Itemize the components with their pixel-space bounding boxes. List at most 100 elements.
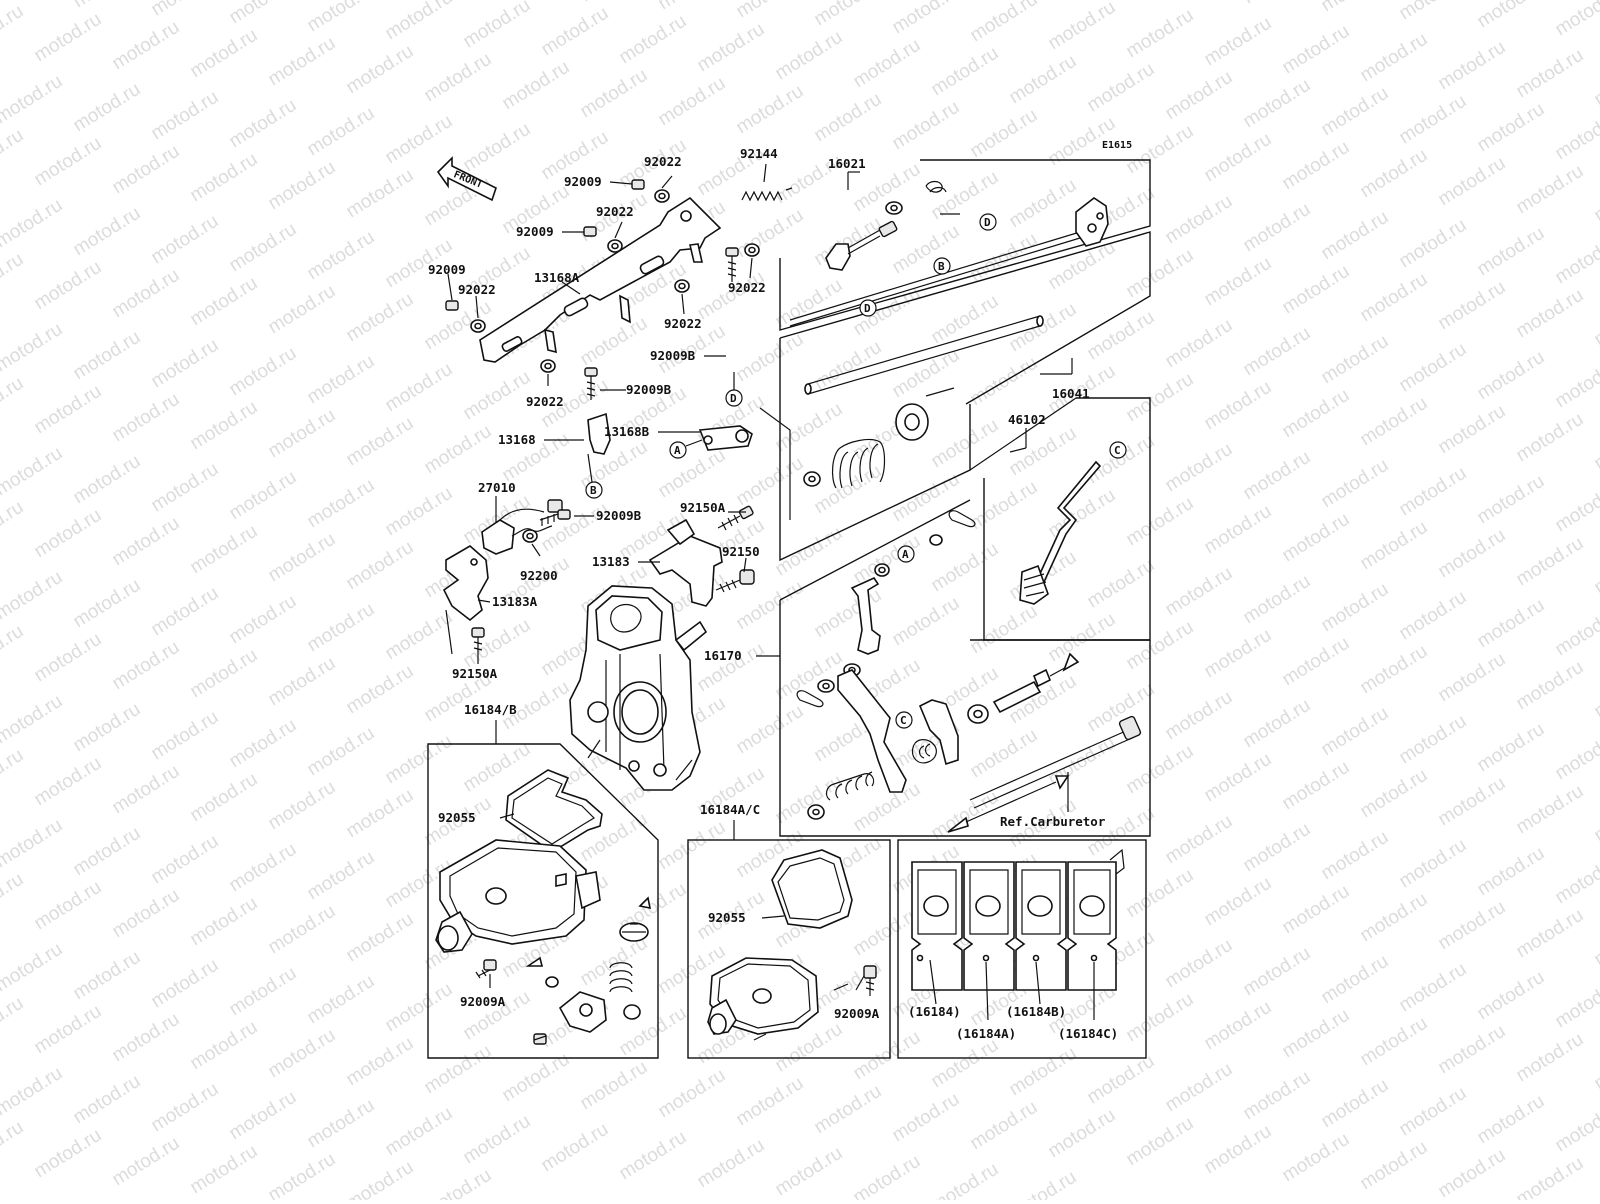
watermark-text: motod.ru [499, 57, 574, 115]
watermark-text: motod.ru [1552, 479, 1600, 537]
watermark-text: motod.ru [1591, 53, 1600, 111]
label-92009b: 92009B [596, 508, 642, 523]
label-13168b: 13168B [604, 424, 650, 439]
watermark-text: motod.ru [1513, 161, 1588, 219]
watermark-text: motod.ru [1201, 625, 1276, 683]
watermark-text: motod.ru [1513, 905, 1588, 963]
label-92055: 92055 [708, 910, 746, 925]
watermark-text: motod.ru [1201, 13, 1276, 71]
watermark-text: motod.ru [1513, 409, 1588, 467]
watermark-text: motod.ru [1240, 695, 1315, 753]
watermark-text: motod.ru [70, 699, 145, 757]
watermark-text: motod.ru [31, 877, 106, 935]
watermark-text: motod.ru [70, 575, 145, 633]
watermark-text: motod.ru [1279, 137, 1354, 195]
watermark-text: motod.ru [265, 157, 340, 215]
watermark-text: motod.ru [226, 219, 301, 277]
watermark-text: motod.ru [1201, 749, 1276, 807]
watermark-text: motod.ru [0, 815, 66, 873]
ref-d-2: D [860, 300, 876, 316]
label-92200: 92200 [520, 568, 558, 583]
label-16184ac: 16184A/C [700, 802, 760, 817]
watermark-text: motod.ru [0, 621, 27, 679]
watermark-text: motod.ru [577, 65, 652, 123]
watermark-text: motod.ru [0, 497, 27, 555]
watermark-text: motod.ru [772, 771, 847, 829]
watermark-text: motod.ru [1084, 307, 1159, 365]
watermark-text: motod.ru [1513, 781, 1588, 839]
watermark-text: motod.ru [343, 1033, 418, 1091]
watermark-text: motod.ru [1474, 843, 1549, 901]
watermark-text: motod.ru [1045, 0, 1120, 54]
watermark-text: motod.ru [1318, 207, 1393, 265]
watermark-text: motod.ru [1123, 5, 1198, 63]
label-13168: 13168 [498, 432, 536, 447]
watermark-text: motod.ru [1435, 37, 1510, 95]
watermark-text: motod.ru [889, 469, 964, 527]
watermark-text: motod.ru [811, 1081, 886, 1139]
watermark-text: motod.ru [1162, 67, 1237, 125]
watermark-text: motod.ru [1357, 145, 1432, 203]
watermark-text: motod.ru [655, 0, 730, 14]
watermark-text: motod.ru [1474, 719, 1549, 777]
watermark-text: motod.ru [304, 227, 379, 285]
label-13183: 13183 [592, 554, 630, 569]
label-13183a: 13183A [492, 594, 538, 609]
watermark-text: motod.ru [1279, 633, 1354, 691]
watermark-text: motod.ru [655, 73, 730, 131]
watermark-text: motod.ru [1201, 873, 1276, 931]
watermark-text: motod.ru [1435, 1021, 1510, 1079]
watermark-text: motod.ru [31, 381, 106, 439]
svg-text:B: B [938, 260, 945, 273]
svg-text:D: D [984, 216, 991, 229]
watermark-text: motod.ru [889, 0, 964, 38]
watermark-text: motod.ru [967, 1097, 1042, 1155]
watermark-text: motod.ru [1552, 355, 1600, 413]
watermark-text: motod.ru [850, 531, 925, 589]
watermark-text: motod.ru [850, 1151, 925, 1200]
watermark-text: motod.ru [1084, 59, 1159, 117]
watermark-text: motod.ru [148, 707, 223, 765]
watermark-text: motod.ru [460, 119, 535, 177]
watermark-text: motod.ru [577, 313, 652, 371]
label-92055: 92055 [438, 810, 476, 825]
watermark-text: motod.ru [1084, 555, 1159, 613]
label-92009a: 92009A [460, 994, 506, 1009]
watermark-text: motod.ru [70, 451, 145, 509]
watermark-text: motod.ru [148, 459, 223, 517]
watermark-text: motod.ru [733, 205, 808, 263]
watermark-text: motod.ru [226, 0, 301, 28]
watermark-text: motod.ru [187, 25, 262, 83]
watermark-text: motod.ru [1045, 609, 1120, 667]
watermark-text: motod.ru [31, 505, 106, 563]
watermark-text: motod.ru [343, 165, 418, 223]
watermark-text: motod.ru [1552, 1099, 1600, 1157]
watermark-text: motod.ru [148, 831, 223, 889]
watermark-text: motod.ru [304, 351, 379, 409]
watermark-text: motod.ru [1474, 223, 1549, 281]
watermark-text: motod.ru [1279, 1005, 1354, 1063]
watermark-text: motod.ru [382, 0, 457, 44]
watermark-text: motod.ru [304, 103, 379, 161]
svg-text:C: C [900, 714, 907, 727]
watermark-text: motod.ru [1513, 1153, 1588, 1200]
watermark-text: motod.ru [1357, 393, 1432, 451]
watermark-text: motod.ru [733, 1073, 808, 1131]
watermark-text: motod.ru [421, 1165, 496, 1200]
label-92022: 92022 [644, 154, 682, 169]
watermark-text: motod.ru [772, 1143, 847, 1200]
watermark-text: motod.ru [811, 213, 886, 271]
watermark-text: motod.ru [1240, 0, 1315, 8]
watermark-text: motod.ru [577, 933, 652, 991]
watermark-text: motod.ru [1396, 587, 1471, 645]
watermark-text: motod.ru [109, 1133, 184, 1191]
watermark-text: motod.ru [1474, 967, 1549, 1025]
svg-text:C: C [1114, 444, 1121, 457]
watermark-text: motod.ru [265, 33, 340, 91]
watermark-text: motod.ru [538, 3, 613, 61]
watermark-text: motod.ru [304, 847, 379, 905]
watermark-text: motod.ru [0, 249, 27, 307]
watermark-text: motod.ru [0, 443, 66, 501]
watermark-text: motod.ru [733, 329, 808, 387]
label-16041: 16041 [1052, 386, 1090, 401]
